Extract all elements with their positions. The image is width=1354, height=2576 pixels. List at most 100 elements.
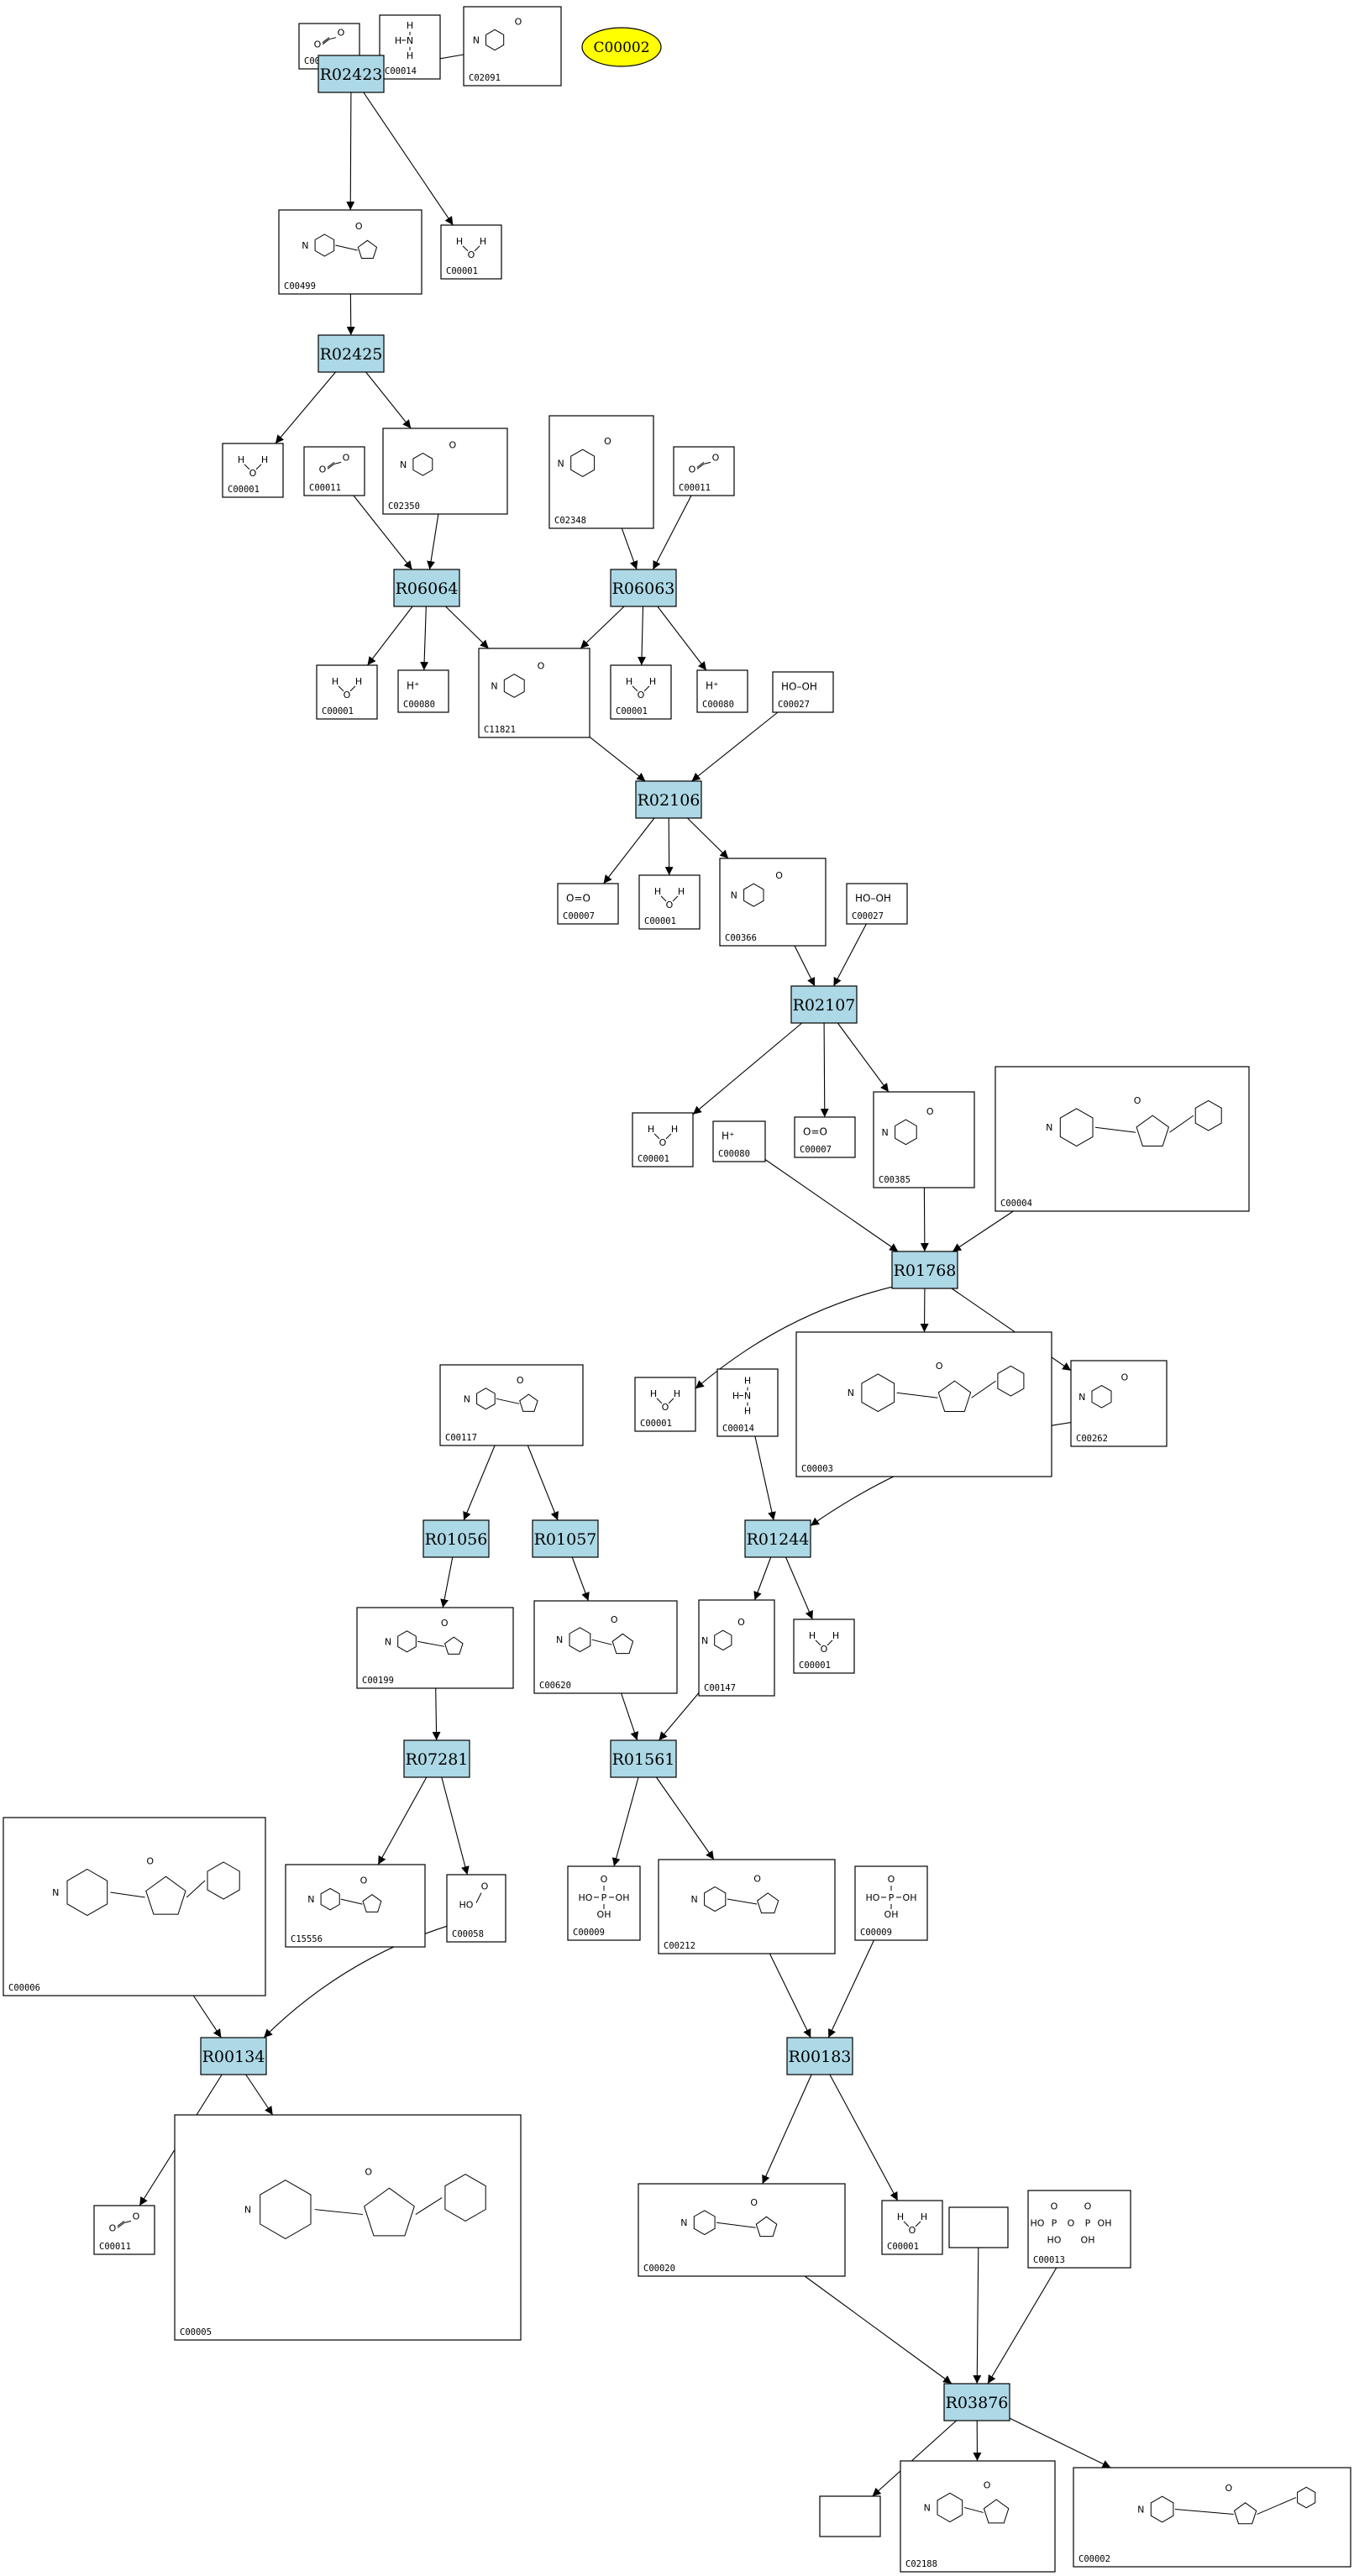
- compound-id: C00009: [860, 1928, 892, 1938]
- compound-node[interactable]: H⁺C00080: [712, 1120, 766, 1162]
- reaction-node[interactable]: R02107: [790, 985, 858, 1024]
- molecule-structure-icon: NO: [464, 1375, 538, 1412]
- reaction-edge: [762, 2074, 812, 2185]
- reaction-node[interactable]: R07281: [403, 1739, 470, 1778]
- svg-text:O: O: [319, 464, 327, 475]
- compound-id: C00199: [362, 1676, 394, 1686]
- svg-text:OH: OH: [597, 1909, 611, 1920]
- svg-text:H: H: [395, 35, 401, 46]
- reaction-edge: [445, 606, 490, 649]
- svg-text:H: H: [654, 886, 661, 897]
- reaction-node[interactable]: R01768: [891, 1251, 958, 1289]
- reaction-edge: [432, 1687, 441, 1741]
- svg-text:N: N: [244, 2205, 251, 2216]
- svg-text:N: N: [1046, 1122, 1052, 1133]
- svg-text:N: N: [680, 2217, 687, 2228]
- compound-node[interactable]: H⁺C00080: [397, 669, 449, 713]
- svg-text:O: O: [909, 2225, 916, 2236]
- reaction-edge: [621, 527, 638, 570]
- compound-id: C00011: [99, 2242, 131, 2252]
- reaction-node[interactable]: R00183: [786, 2037, 853, 2075]
- reaction-node[interactable]: R02425: [318, 334, 385, 373]
- reaction-node[interactable]: R01244: [744, 1519, 811, 1558]
- compound-id: C00006: [8, 1983, 40, 1993]
- compound-node[interactable]: NO C00117: [439, 1364, 584, 1446]
- compound-node[interactable]: [948, 2206, 1009, 2248]
- reaction-edge: [427, 513, 439, 570]
- compound-id: C00117: [445, 1433, 477, 1443]
- reaction-edge: [377, 1776, 428, 1865]
- reaction-node[interactable]: R06063: [610, 569, 677, 607]
- reaction-node[interactable]: R06064: [393, 569, 460, 607]
- svg-text:N: N: [701, 1635, 708, 1646]
- highlight-compound[interactable]: C00002: [581, 27, 662, 67]
- compound-node[interactable]: [819, 2495, 881, 2537]
- compound-node[interactable]: H⁺C00080: [696, 669, 748, 713]
- reaction-node[interactable]: R01056: [422, 1519, 490, 1558]
- reaction-id: R01244: [747, 1530, 810, 1549]
- reaction-edge: [804, 2275, 953, 2385]
- reaction-node[interactable]: R01561: [610, 1739, 677, 1778]
- svg-text:O: O: [109, 2222, 117, 2233]
- reaction-node[interactable]: R00134: [200, 2037, 267, 2075]
- compound-id: C00001: [228, 485, 260, 495]
- reaction-node[interactable]: R02106: [635, 780, 702, 819]
- reaction-node[interactable]: R01057: [532, 1519, 599, 1558]
- reaction-node[interactable]: R03876: [943, 2383, 1010, 2421]
- reaction-edge: [837, 1022, 890, 1093]
- compound-id: C00001: [799, 1660, 831, 1671]
- svg-text:H: H: [238, 454, 244, 465]
- molecule-structure-icon: NO: [924, 2479, 1010, 2524]
- molecule-structure-icon: HOH: [650, 1388, 680, 1413]
- highlight-label: C00002: [593, 39, 649, 56]
- svg-text:O: O: [659, 1137, 667, 1148]
- svg-text:H: H: [407, 50, 413, 61]
- reaction-node[interactable]: R02423: [318, 55, 385, 93]
- svg-text:O: O: [249, 468, 257, 479]
- molecule-structure-icon: HOH: [897, 2211, 927, 2236]
